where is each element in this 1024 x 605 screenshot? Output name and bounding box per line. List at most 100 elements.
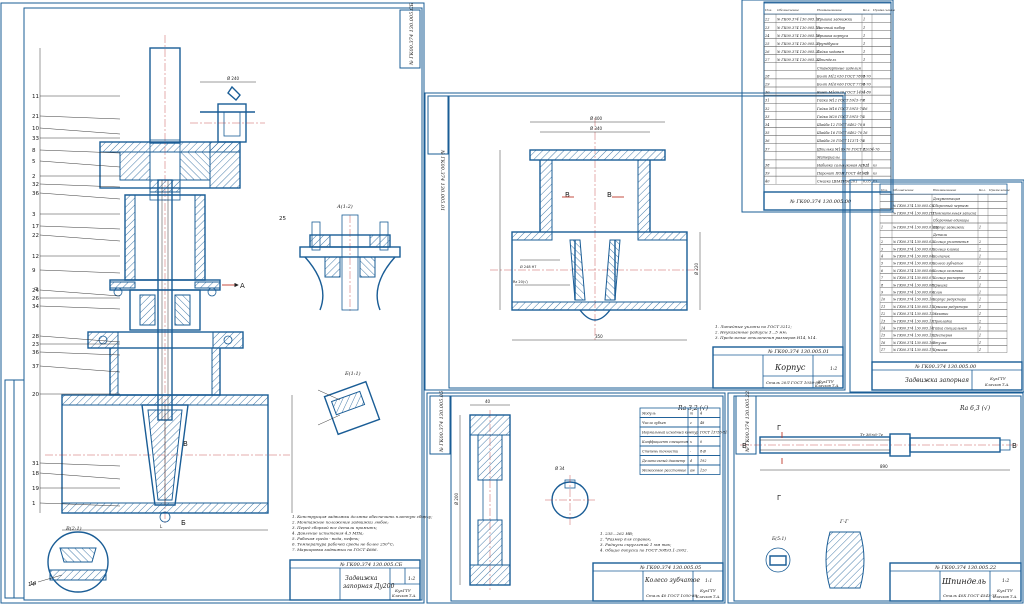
spec-cell: 2	[880, 240, 883, 244]
body-stamp: № ГК00.374 130.005.01	[767, 349, 829, 355]
note-line: 3. Перед сборкой все детали промыть;	[292, 525, 378, 530]
spindle-stamp: № ГК00.374 130.005.22	[934, 565, 996, 571]
spindle-group: КузГТУ	[996, 588, 1014, 593]
svg-text:Г: Г	[777, 424, 781, 432]
spec-cell: Кольцо распорное	[932, 276, 965, 280]
note-line: 6. Температура рабочей среды не более 25…	[292, 542, 395, 547]
spec-cell: 1	[979, 262, 981, 266]
svg-text:Ø 400: Ø 400	[590, 116, 603, 121]
spec-mid-title: Задвижка запорная	[905, 377, 969, 384]
spec-cell: 0,1	[863, 172, 869, 176]
spec-cell: № ГК00.374 130.005.13	[892, 319, 933, 323]
gear-param-value: ГОСТ 13755-81	[699, 431, 727, 435]
note-line: 4. Давление испытания 4,5 МПа;	[291, 531, 364, 536]
body-title: Корпус	[774, 363, 806, 372]
spec-cell: 7	[881, 276, 884, 280]
spec-cell: Крышка редуктора	[932, 305, 968, 309]
spec-cell: 15	[881, 334, 885, 338]
detail-b: Б(1:1)	[317, 370, 381, 436]
spec-cell: Крышка	[932, 283, 947, 287]
body-stamp-rotated: № ГК00.374 130.005.01	[439, 149, 445, 211]
spec-cell: Гайка М12 ГОСТ 5915-70	[816, 99, 865, 103]
body-group2: Клачков Т.А.	[814, 384, 839, 388]
position-callout: 20	[32, 392, 39, 398]
assembly-title-2: запорная Ду200	[343, 583, 395, 590]
spec-cell: 30	[765, 91, 770, 95]
spec-cell: № ГК00.374 130.005.09	[892, 291, 933, 295]
spec-cell: 8	[863, 74, 866, 78]
gear-title-block: № ГК00.374 130.005.05 Колесо зубчатое Ст…	[592, 562, 724, 602]
spec-cell: 14	[881, 327, 885, 331]
spec-cell: 35	[765, 131, 770, 135]
spec-cell: Колпачок	[932, 255, 950, 259]
valve-assembly-drawing: Ø 240	[34, 35, 293, 531]
spec-cell: Набивка сальниковая АП-31	[816, 164, 870, 168]
position-callout: 14	[28, 582, 35, 588]
position-callout: 26	[32, 296, 39, 302]
assembly-title-block: № ГК00.374 130.005.СБ Задвижка запорная …	[289, 559, 421, 601]
spec-cell: Сборочный чертеж	[933, 204, 969, 208]
label-view-b: Б	[181, 519, 186, 527]
position-callout: 3	[32, 212, 36, 218]
spec-cell: 16	[863, 131, 868, 135]
spec-cell: Шайба 20 ГОСТ 11371-78	[816, 139, 865, 143]
spec-cell: № ГК00.374 130.005.14	[892, 327, 933, 331]
position-callout: 10	[32, 126, 39, 132]
assembly-group: КузГТУ	[394, 588, 412, 593]
spec-cell: Корпус редуктора	[932, 298, 966, 302]
position-callout: 32	[32, 182, 39, 188]
spec-cell: 16	[881, 341, 885, 345]
body-notes: 1. Литейные уклоны по ГОСТ 3212;2. Неука…	[714, 324, 817, 340]
svg-text:Н: Н	[34, 287, 39, 290]
spec-cell: 2	[862, 115, 866, 119]
spec-cell: 8	[863, 99, 866, 103]
spec-cell: 39	[765, 172, 770, 176]
body-title-block: № ГК00.374 130.005.01 Корпус Сталь 20Л Г…	[712, 346, 844, 389]
note-line: 4. Общие допуски по ГОСТ 30893.1-2002.	[599, 548, 688, 553]
spec-cell: Крышка задвижки	[816, 18, 853, 22]
spec-header: Наименование	[932, 188, 956, 192]
position-callout: 12	[32, 254, 39, 260]
spec-cell: 17	[881, 348, 886, 352]
gear-param-symbol: x	[690, 440, 692, 444]
spec-cell: Болт М16×60 ГОСТ 7796-70	[816, 83, 872, 87]
note-line: 2. *Размер для справок;	[599, 537, 652, 542]
spec-cell: Шайба 16 ГОСТ 6402-70	[816, 131, 863, 135]
spec-cell: № ГК00.374 130.005.04	[892, 255, 933, 259]
gear-param-value: 0	[700, 440, 703, 444]
gear-sheet: № ГК00.374 130.005.05 Ra 3,2 (√) Ø 200 4…	[426, 391, 727, 604]
assembly-group2: Клачков Т.А.	[391, 594, 416, 598]
spec-cell: № ГК00.374 130.005.20	[776, 42, 821, 46]
note-line: 1. Конструкция задвижки должна обеспечит…	[292, 514, 433, 519]
note-line: 2. Монтажное положение задвижки любое;	[291, 520, 389, 525]
svg-text:Г: Г	[777, 494, 781, 502]
gear-param-symbol: z	[689, 421, 692, 425]
position-callout: 22	[32, 233, 39, 239]
gear-param-name: Делительный диаметр	[641, 459, 686, 463]
spec-cell: 31	[765, 99, 769, 103]
spindle-title-block: № ГК00.374 130.005.22 Шпиндель Сталь 40Х…	[889, 562, 1022, 602]
svg-text:890: 890	[880, 464, 888, 469]
spec-cell: 1	[979, 305, 981, 309]
spec-cell: 12	[881, 312, 885, 316]
spindle-material: Сталь 40Х ГОСТ 4543-71	[943, 593, 997, 598]
svg-text:Ø 220: Ø 220	[694, 262, 699, 275]
gear-param-name: Межосевое расстояние	[641, 469, 686, 473]
gear-stamp: № ГК00.374 130.005.05	[639, 565, 701, 571]
spec-cell: 1	[863, 50, 865, 54]
gear-param-value: 192	[700, 459, 706, 463]
spec-cell: № ГК00.374 130.005.08	[892, 283, 933, 287]
body-group: КузГТУ	[817, 379, 835, 384]
spec-cell: № ГК00.374 130.005.05	[892, 262, 933, 266]
spindle-scale: 1:2	[1002, 578, 1009, 584]
spec-cell: № ГК00.374 130.005.03	[892, 247, 933, 251]
gear-group2: Клачков Т.А.	[695, 595, 720, 599]
svg-text:14: 14	[30, 581, 36, 587]
spec-cell: 36	[765, 139, 770, 143]
spec-cell: 11	[881, 305, 885, 309]
spec-cell: 8	[863, 123, 866, 127]
spec-cell: 4	[862, 91, 865, 95]
svg-text:В: В	[742, 442, 747, 450]
